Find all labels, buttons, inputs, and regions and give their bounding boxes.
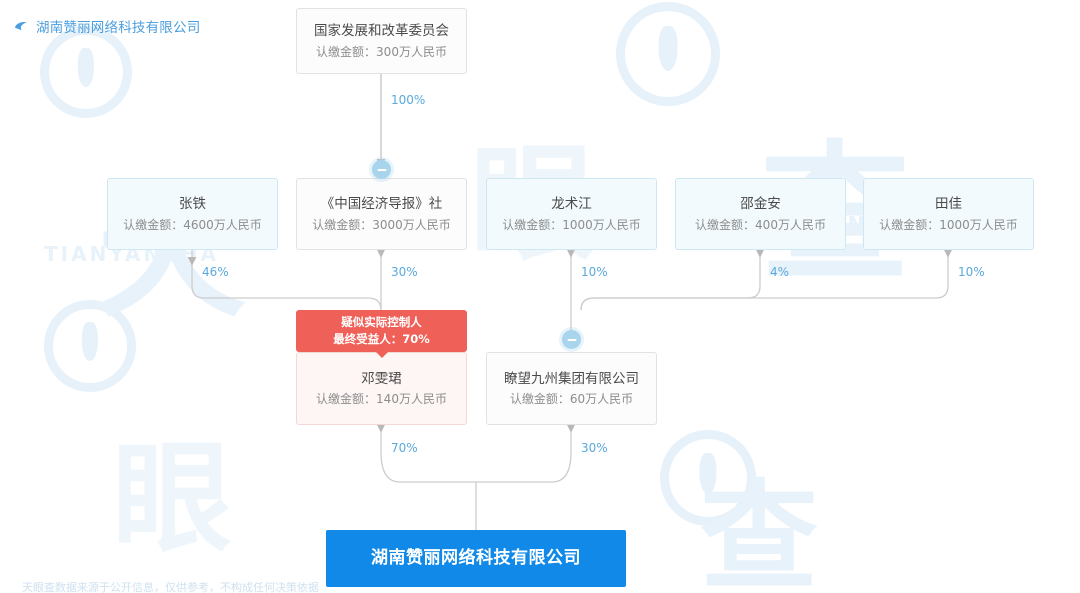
node-root-target-company[interactable]: 湖南赞丽网络科技有限公司 [326, 530, 626, 587]
watermark-logo [40, 26, 132, 118]
node-name: 国家发展和改革委员会 [314, 23, 449, 40]
node-capital: 认缴金额：60万人民币 [509, 392, 634, 407]
node-name: 邵金安 [740, 196, 781, 213]
collapse-toggle-liaowangjiuzhou[interactable] [562, 330, 581, 349]
badge-line-beneficiary: 最终受益人：70% [333, 332, 430, 346]
watermark-text: 眼 [112, 430, 232, 569]
edge-percent-jingjidaobao: 30% [391, 265, 418, 279]
node-name: 邓雯珺 [361, 370, 402, 387]
back-arrow-icon [15, 21, 27, 30]
edge-percent-100: 100% [391, 93, 426, 107]
node-person-longshujiang[interactable]: 龙术江 认缴金额：1000万人民币 [486, 178, 657, 250]
watermark-logo [616, 2, 720, 106]
node-name: 《中国经济导报》社 [320, 196, 443, 213]
node-capital: 认缴金额：400万人民币 [695, 217, 826, 232]
edge-percent-dengwenjun: 70% [391, 441, 418, 455]
node-capital: 认缴金额：140万人民币 [316, 392, 447, 407]
edge-percent-liaowangjiuzhou: 30% [581, 441, 608, 455]
badge-line-controller: 疑似实际控制人 [341, 315, 422, 330]
node-person-tianjia[interactable]: 田佳 认缴金额：1000万人民币 [863, 178, 1034, 250]
back-link[interactable]: 湖南赞丽网络科技有限公司 [14, 16, 200, 36]
node-name: 田佳 [935, 196, 962, 213]
node-person-shaojinan[interactable]: 邵金安 认缴金额：400万人民币 [675, 178, 846, 250]
node-name: 张铁 [179, 196, 206, 213]
actual-controller-badge[interactable]: 疑似实际控制人 最终受益人：70% [296, 310, 467, 352]
watermark-logo [660, 430, 756, 526]
node-capital: 认缴金额：3000万人民币 [312, 217, 451, 232]
footer-cropped-strip: 天眼查数据来源于公开信息，仅供参考，不构成任何决策依据 [0, 582, 1080, 593]
edge-percent-longshujiang: 10% [581, 265, 608, 279]
node-capital: 认缴金额：1000万人民币 [879, 217, 1018, 232]
edge-percent-zhangtie: 46% [202, 265, 229, 279]
node-company-jingjidaobao[interactable]: 《中国经济导报》社 认缴金额：3000万人民币 [296, 178, 467, 250]
watermark-logo [44, 300, 136, 392]
node-top-company[interactable]: 国家发展和改革委员会 认缴金额：300万人民币 [296, 8, 467, 74]
node-name: 龙术江 [551, 196, 592, 213]
collapse-toggle-jingjidaobao[interactable] [372, 160, 391, 179]
footer-text: 天眼查数据来源于公开信息，仅供参考，不构成任何决策依据 [22, 582, 319, 593]
node-capital: 认缴金额：1000万人民币 [502, 217, 641, 232]
node-name: 湖南赞丽网络科技有限公司 [371, 548, 581, 569]
node-capital: 认缴金额：4600万人民币 [123, 217, 262, 232]
watermark-text: 查 [700, 468, 819, 593]
edge-percent-shaojinan: 4% [770, 265, 790, 279]
edge-percent-tianjia: 10% [958, 265, 985, 279]
node-capital: 认缴金额：300万人民币 [316, 44, 447, 59]
node-name: 瞭望九州集团有限公司 [504, 370, 639, 387]
node-company-liaowangjiuzhou[interactable]: 瞭望九州集团有限公司 认缴金额：60万人民币 [486, 352, 657, 425]
back-link-label: 湖南赞丽网络科技有限公司 [36, 20, 201, 36]
node-person-dengwenjun[interactable]: 邓雯珺 认缴金额：140万人民币 [296, 352, 467, 425]
node-person-zhangtie[interactable]: 张铁 认缴金额：4600万人民币 [107, 178, 278, 250]
